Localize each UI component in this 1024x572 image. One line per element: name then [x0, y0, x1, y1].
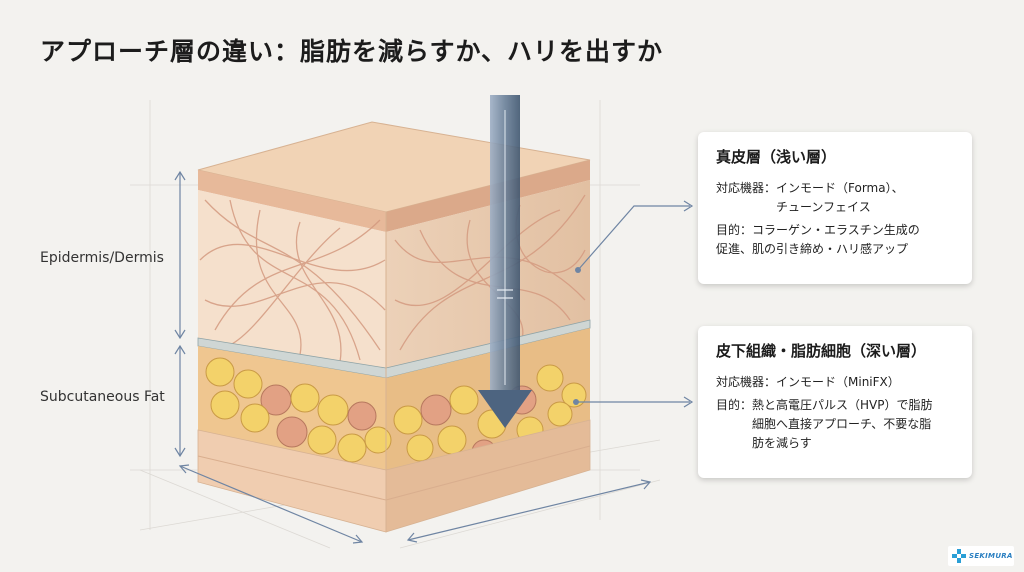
dimension-arrow-epidermis — [174, 170, 186, 340]
row-value-line: チューンフェイス — [776, 200, 871, 214]
card-heading: 真皮層（浅い層） — [716, 148, 837, 166]
row-value: 熱と高電圧パルス（HVP）で脂肪 細胞へ直接アプローチ、不要な脂 肪を減らす — [752, 396, 956, 453]
epidermis-band-front — [198, 170, 386, 232]
dimension-arrow-fat — [174, 344, 186, 458]
card-row-device: 対応機器： インモード（MiniFX） — [716, 373, 956, 392]
cross-logo-icon — [952, 549, 966, 563]
label-epidermis-dermis: Epidermis/Dermis — [40, 250, 164, 266]
page-title: アプローチ層の違い：脂肪を減らすか、ハリを出すか — [40, 37, 664, 66]
guide-line-fat — [573, 396, 694, 408]
row-value-line: インモード（Forma）、 — [776, 181, 904, 195]
row-value-line: インモード（MiniFX） — [776, 375, 900, 389]
card-heading: 皮下組織・脂肪細胞（深い層） — [716, 342, 927, 360]
card-dermis-layer: 真皮層（浅い層） 対応機器： インモード（Forma）、 チューンフェイス 目的… — [698, 132, 972, 284]
guide-line-dermis — [575, 200, 694, 273]
epidermis-band-side — [386, 160, 590, 232]
row-key: 対応機器： — [716, 375, 777, 389]
card-row-purpose: 目的： 熱と高電圧パルス（HVP）で脂肪 細胞へ直接アプローチ、不要な脂 肪を減… — [716, 396, 956, 453]
row-value-line: 促進、肌の引き締め・ハリ感アップ — [716, 242, 909, 256]
logo-text: SEKIMURA — [969, 552, 1013, 560]
row-key: 対応機器： — [716, 181, 777, 195]
collagen-fibers — [199, 194, 586, 363]
logo: SEKIMURA — [948, 546, 1014, 566]
row-value-line: コラーゲン・エラスチン生成の — [752, 223, 920, 237]
row-value-line: 熱と高電圧パルス（HVP）で脂肪 — [752, 398, 933, 412]
label-subcutaneous-fat: Subcutaneous Fat — [40, 389, 165, 405]
energy-arrow — [478, 95, 532, 428]
dimension-arrow-depth — [178, 464, 364, 544]
row-key: 目的： — [716, 223, 753, 237]
row-value: インモード（Forma）、 チューンフェイス — [776, 179, 956, 217]
dermis-side — [386, 180, 590, 368]
row-value-line: 細胞へ直接アプローチ、不要な脂 — [752, 417, 932, 431]
card-row-device: 対応機器： インモード（Forma）、 チューンフェイス — [716, 179, 956, 217]
dimension-arrow-width — [406, 479, 652, 543]
row-key: 目的： — [716, 398, 753, 412]
row-value-line: 肪を減らす — [752, 436, 812, 450]
row-value: コラーゲン・エラスチン生成の 促進、肌の引き締め・ハリ感アップ — [716, 221, 956, 259]
card-row-purpose: 目的： コラーゲン・エラスチン生成の 促進、肌の引き締め・ハリ感アップ — [716, 221, 956, 259]
card-fat-layer: 皮下組織・脂肪細胞（深い層） 対応機器： インモード（MiniFX） 目的： 熱… — [698, 326, 972, 478]
row-value: インモード（MiniFX） — [776, 373, 956, 392]
